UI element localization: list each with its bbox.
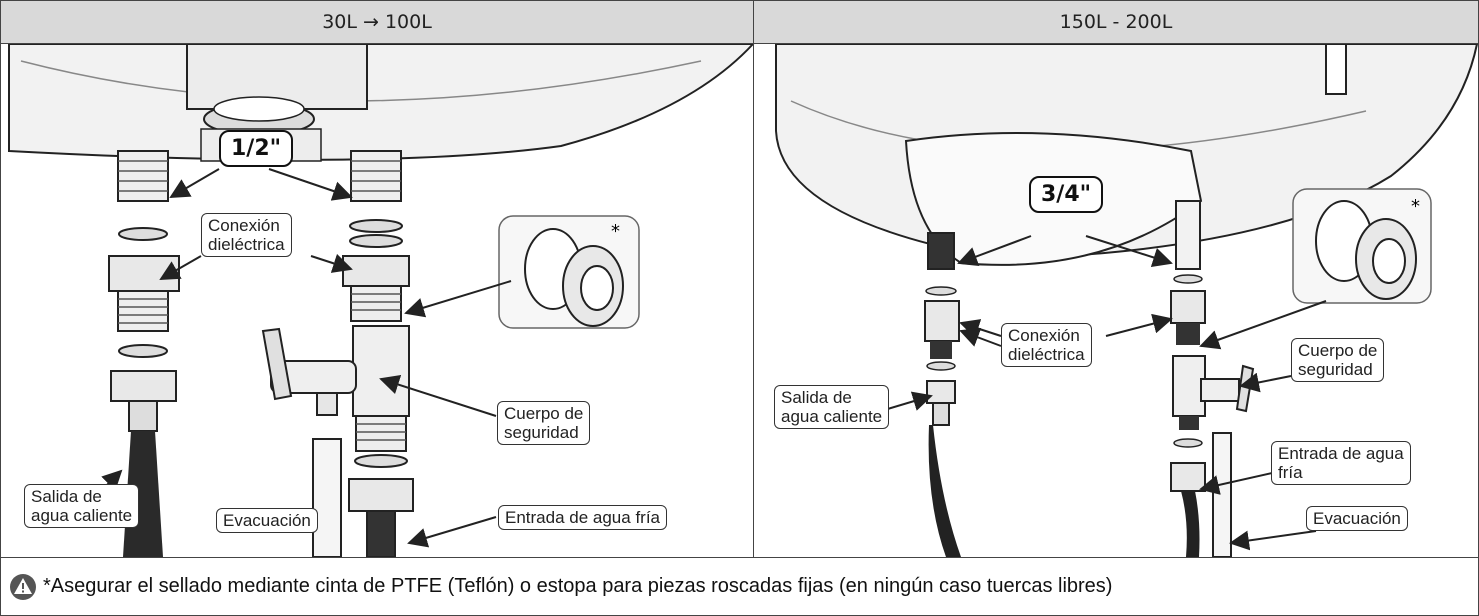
- right-cold-column: [1170, 200, 1255, 557]
- footer: *Asegurar el sellado mediante cinta de P…: [1, 558, 1478, 615]
- diagram-drawing: [8, 43, 1478, 557]
- left-drain-label: Evacuación: [216, 508, 318, 533]
- header-right: 150L - 200L: [754, 1, 1478, 44]
- left-heater-tank: [8, 43, 756, 162]
- right-hot-outlet-label: Salida de agua caliente: [774, 385, 890, 429]
- right-drain-label: Evacuación: [1306, 506, 1408, 531]
- panel-divider: [753, 1, 754, 557]
- left-cold-column: [261, 150, 414, 557]
- right-safety-label: Cuerpo de seguridad: [1291, 338, 1385, 382]
- right-cold-inlet-label: Entrada de agua fría: [1271, 441, 1411, 485]
- header-left: 30L → 100L: [1, 1, 754, 44]
- left-tape-asterisk: *: [611, 221, 620, 242]
- right-tape-asterisk: *: [1411, 196, 1420, 217]
- footnote-text: *Asegurar el sellado mediante cinta de P…: [43, 575, 1113, 597]
- right-arrows: [880, 235, 1327, 551]
- left-hot-outlet-label: Salida de agua caliente: [24, 484, 140, 528]
- left-size-label: 1/2": [219, 130, 294, 167]
- right-dielectric-label: Conexión dieléctrica: [1001, 323, 1092, 367]
- left-hot-column: [108, 150, 180, 557]
- right-hot-column: [924, 232, 961, 557]
- left-cold-inlet-label: Entrada de agua fría: [498, 505, 668, 530]
- left-ptfe-tape-inset: [498, 215, 640, 329]
- right-ptfe-tape-inset: [1292, 188, 1432, 304]
- footer-divider: [1, 557, 1478, 558]
- warning-triangle-icon: [10, 573, 36, 600]
- left-safety-label: Cuerpo de seguridad: [497, 401, 591, 445]
- left-dielectric-label: Conexión dieléctrica: [201, 213, 292, 257]
- right-size-label: 3/4": [1029, 176, 1104, 213]
